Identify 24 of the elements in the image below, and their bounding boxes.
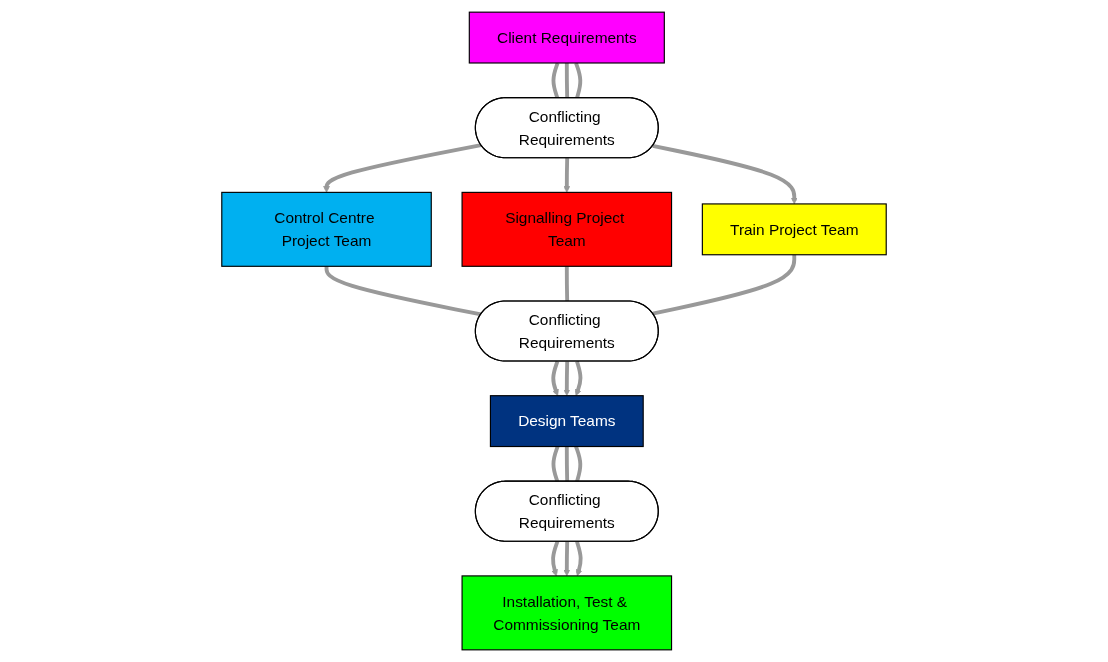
connector bbox=[551, 445, 560, 483]
connector bbox=[652, 254, 797, 316]
arrow bbox=[575, 541, 583, 577]
arrow bbox=[563, 361, 571, 396]
arrow bbox=[323, 143, 482, 193]
node-box: Signalling Project Team bbox=[461, 191, 673, 267]
arrow bbox=[652, 144, 798, 205]
connector bbox=[574, 445, 583, 483]
arrow bbox=[551, 360, 560, 396]
arrow bbox=[551, 541, 560, 577]
connector bbox=[564, 63, 570, 99]
arrow bbox=[563, 158, 571, 193]
connector bbox=[564, 446, 570, 482]
connector bbox=[574, 62, 583, 99]
node-box: Client Requirements bbox=[468, 11, 665, 64]
connector bbox=[551, 62, 560, 99]
node-box: Control Centre Project Team bbox=[221, 191, 432, 267]
node-box: Design Teams bbox=[489, 395, 644, 448]
arrow bbox=[574, 360, 583, 396]
connector bbox=[564, 266, 570, 302]
node-box: Train Project Team bbox=[701, 203, 887, 256]
connector bbox=[324, 266, 482, 317]
arrow bbox=[563, 541, 571, 577]
node-box: Installation, Test & Commissioning Team bbox=[461, 575, 673, 651]
